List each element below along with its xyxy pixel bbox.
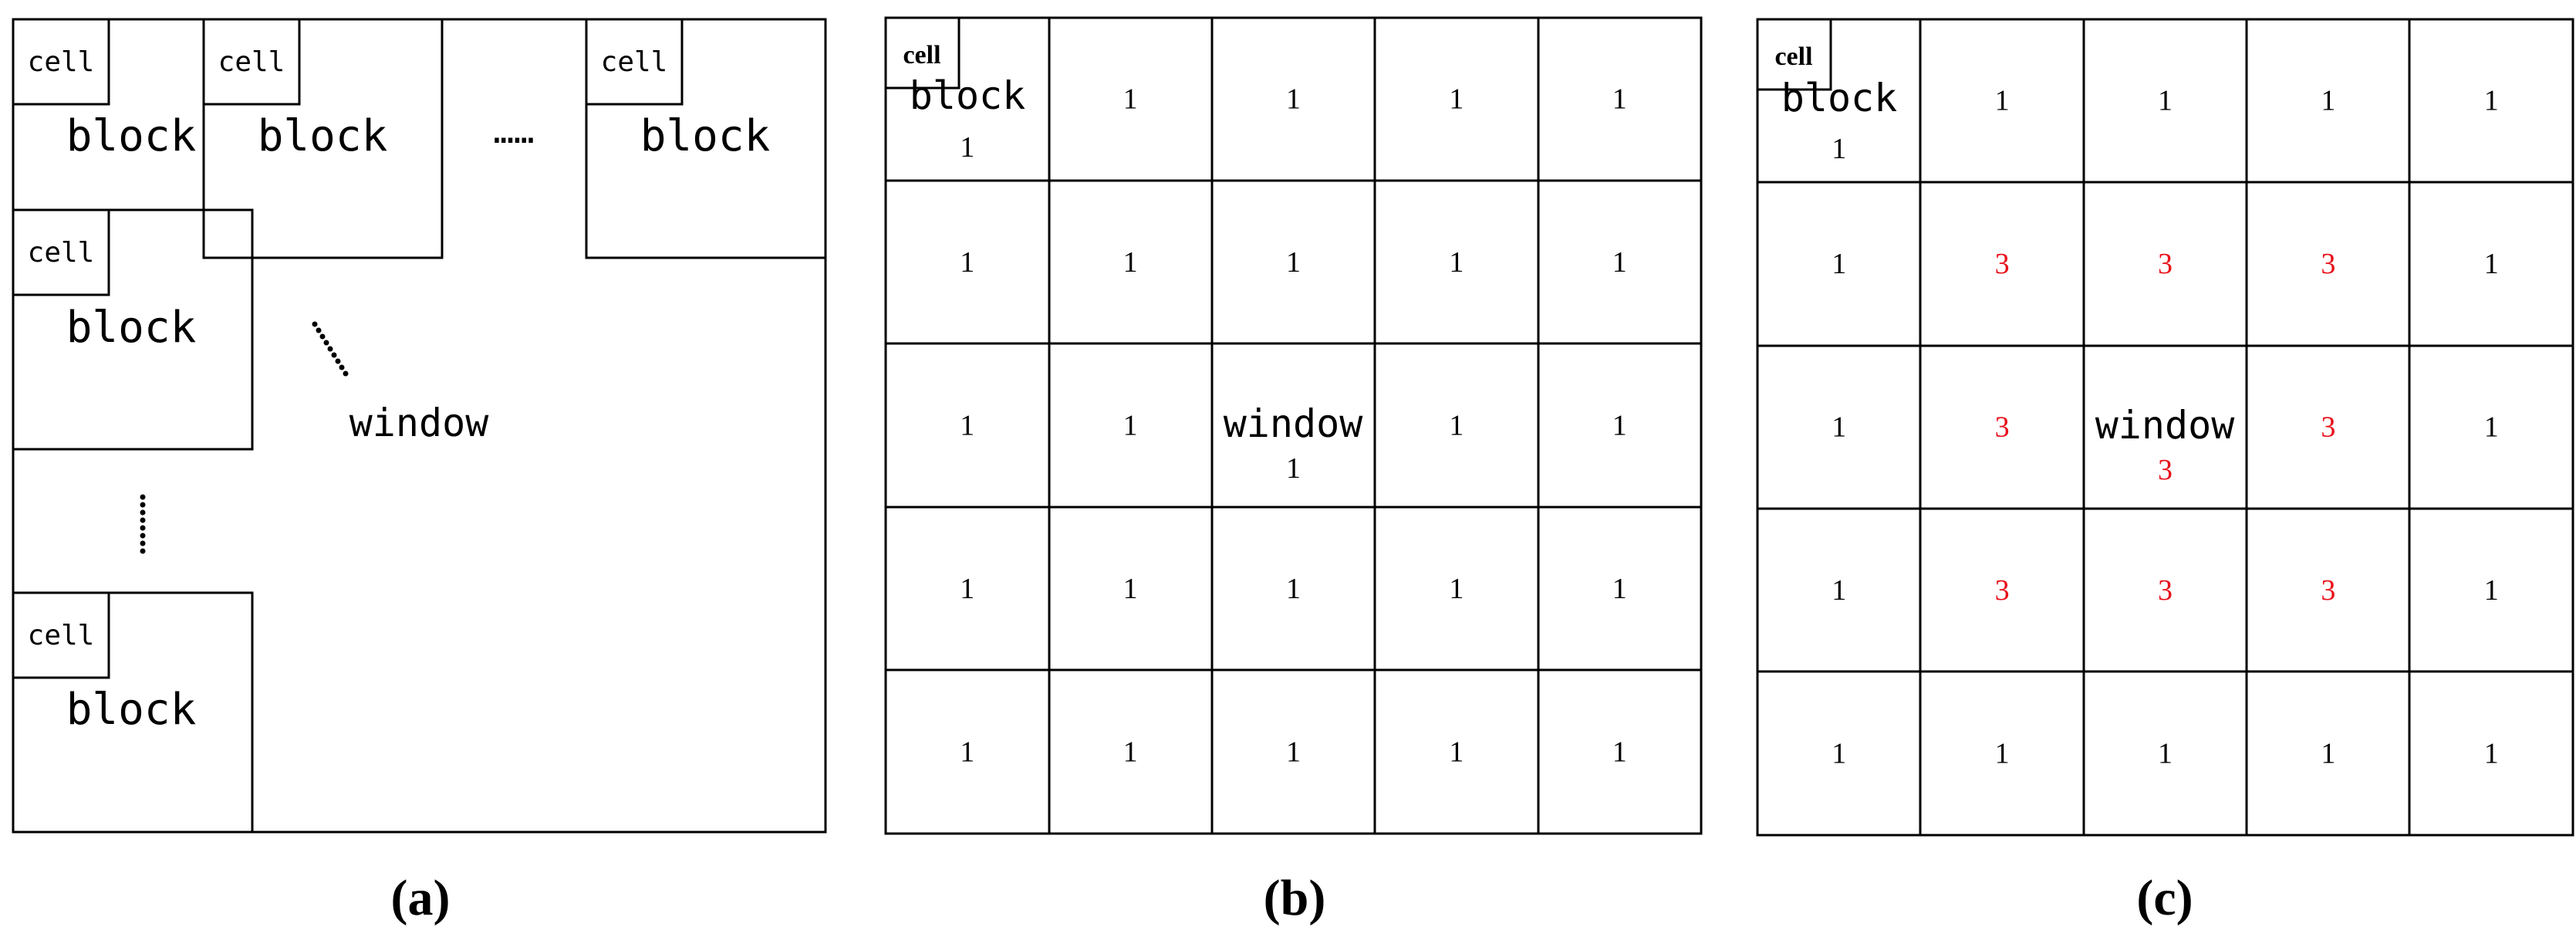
grid-value: 1 <box>1286 452 1301 485</box>
grid-value: 1 <box>1612 410 1627 442</box>
panel-a <box>12 18 827 834</box>
block-label: block <box>910 73 1026 118</box>
grid-value: 1 <box>1123 736 1138 768</box>
grid-value: 1 <box>1286 83 1301 116</box>
cell-label: cell <box>28 620 95 651</box>
grid-value: 1 <box>1449 246 1464 279</box>
grid-value: 1 <box>1449 573 1464 605</box>
horizontal-ellipsis: …… <box>494 112 535 151</box>
cell-label: cell <box>28 237 95 269</box>
grid-value: 1 <box>2158 737 2173 770</box>
grid-value: 1 <box>960 410 974 442</box>
cell-box-c <box>1756 18 1832 91</box>
block-bottom-left <box>12 591 254 834</box>
grid-value-highlighted: 3 <box>2158 248 2173 280</box>
grid-value: 1 <box>1286 736 1301 768</box>
grid-value-highlighted: 3 <box>2321 574 2335 607</box>
grid-value: 1 <box>1832 737 1846 770</box>
window-label: window <box>349 401 490 445</box>
vertical-ellipsis <box>140 494 146 554</box>
grid-value: 1 <box>1832 574 1846 607</box>
grid-value: 1 <box>2321 737 2335 770</box>
cell-left-second <box>12 208 110 296</box>
grid-value: 1 <box>960 573 974 605</box>
block-label: block <box>66 685 197 735</box>
grid-value: 1 <box>1123 573 1138 605</box>
grid-value-highlighted: 3 <box>1995 248 2010 280</box>
grid-value: 1 <box>1449 83 1464 116</box>
grid-value-highlighted: 3 <box>2158 574 2173 607</box>
grid-value: 1 <box>1995 85 2010 117</box>
grid-value: 1 <box>1995 737 2010 770</box>
grid-value: 1 <box>1123 410 1138 442</box>
block-label: block <box>640 111 771 161</box>
panel-c-grid <box>1756 18 2574 837</box>
panel-caption-a: (a) <box>391 870 451 926</box>
grid-value: 1 <box>1832 133 1846 165</box>
grid-value: 1 <box>1612 83 1627 116</box>
grid-value-highlighted: 3 <box>2321 411 2335 444</box>
grid-value: 1 <box>1832 411 1846 444</box>
grid-value: 1 <box>1612 573 1627 605</box>
panel-c-values: 1 1 1 1 1 1 3 3 3 1 1 3 3 3 1 1 3 3 3 1 1 1 1 1 1 <box>1832 85 2499 770</box>
grid-value: 1 <box>2158 85 2173 117</box>
cell-label: cell <box>903 41 940 69</box>
block-top-second <box>202 18 444 259</box>
grid-value: 1 <box>1286 246 1301 279</box>
grid-value: 1 <box>1832 248 1846 280</box>
panel-caption-b: (b) <box>1264 870 1326 926</box>
grid-value: 1 <box>960 246 974 279</box>
block-label: block <box>66 111 197 161</box>
grid-value: 1 <box>1123 83 1138 116</box>
block-left-second <box>12 208 254 451</box>
grid-value: 1 <box>1449 736 1464 768</box>
panel-caption-c: (c) <box>2136 870 2193 926</box>
grid-value: 1 <box>1123 246 1138 279</box>
grid-value: 1 <box>2484 411 2499 444</box>
grid-value: 1 <box>2484 85 2499 117</box>
cell-label: cell <box>218 46 285 78</box>
panel-b-labels: cell block window <box>903 41 1363 446</box>
block-label: block <box>1781 76 1898 120</box>
cell-label: cell <box>1774 42 1812 71</box>
panel-a-labels: cell cell cell cell cell block block blo… <box>28 46 771 735</box>
grid-value: 1 <box>1612 246 1627 279</box>
grid-value: 1 <box>2321 85 2335 117</box>
panel-c-labels: cell block window <box>1774 42 2235 448</box>
cell-top-second <box>202 18 301 106</box>
diagonal-ellipsis <box>312 321 349 377</box>
block-label: block <box>258 111 388 161</box>
window-label: window <box>1224 401 1364 446</box>
cell-box-b <box>884 16 961 90</box>
block-label: block <box>66 303 197 353</box>
cell-bottom-left <box>12 591 110 679</box>
grid-value: 1 <box>2484 737 2499 770</box>
panel-b-grid <box>884 16 1703 835</box>
cell-label: cell <box>28 46 95 78</box>
cell-top-right <box>585 18 684 106</box>
grid-value-highlighted: 3 <box>2158 454 2173 486</box>
grid-value: 1 <box>2484 574 2499 607</box>
grid-value: 1 <box>1612 736 1627 768</box>
window-label: window <box>2095 403 2236 448</box>
cell-top-left <box>12 18 110 106</box>
grid-value-highlighted: 3 <box>1995 574 2010 607</box>
grid-value: 1 <box>1286 573 1301 605</box>
grid-value-highlighted: 3 <box>1995 411 2010 444</box>
panel-b-values: 1 1 1 1 1 1 1 1 1 1 1 1 1 1 1 1 1 1 1 1 1 1 1 1 1 <box>960 83 1627 769</box>
grid-value: 1 <box>960 736 974 768</box>
grid-value: 1 <box>1449 410 1464 442</box>
grid-value-highlighted: 3 <box>2321 248 2335 280</box>
block-top-right <box>585 18 827 259</box>
grid-value: 1 <box>2484 248 2499 280</box>
grid-value: 1 <box>960 131 974 164</box>
cell-label: cell <box>601 46 668 78</box>
